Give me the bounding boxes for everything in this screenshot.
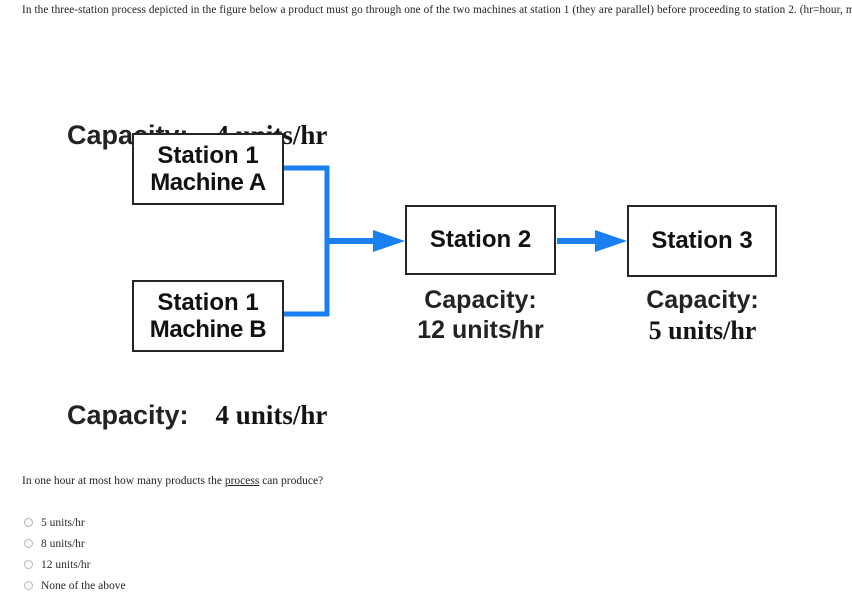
answer-options-list: 5 units/hr 8 units/hr 12 units/hr None o… <box>22 512 422 596</box>
radio-button-icon-3[interactable] <box>24 581 33 590</box>
answer-option-0[interactable]: 5 units/hr <box>22 512 422 533</box>
answer-option-label-3[interactable]: None of the above <box>41 579 126 592</box>
station-box-station-3: Station 3 <box>627 205 777 277</box>
capacity-label-machine-b: Capacity: 4 units/hr <box>67 400 327 431</box>
station-box-machine-b-title: Station 1 <box>157 288 259 316</box>
radio-button-icon-0[interactable] <box>24 518 33 527</box>
arrowhead-to-station-3 <box>595 230 627 252</box>
station-box-machine-a-subtitle: Machine A <box>150 168 266 196</box>
answer-option-3[interactable]: None of the above <box>22 575 422 596</box>
capacity-word-station-2: Capacity: <box>424 286 537 314</box>
capacity-value-station-3: 5 units/hr <box>648 316 757 345</box>
station-box-machine-a: Station 1 Machine A <box>132 133 284 205</box>
station-box-machine-b: Station 1 Machine B <box>132 280 284 352</box>
capacity-word-station-3: Capacity: <box>646 286 759 314</box>
answer-option-2[interactable]: 12 units/hr <box>22 554 422 575</box>
station-box-station-2: Station 2 <box>405 205 556 275</box>
question-text-before: In one hour at most how many products th… <box>22 475 225 487</box>
station-box-machine-b-subtitle: Machine B <box>149 315 267 343</box>
answer-option-label-2[interactable]: 12 units/hr <box>41 558 91 571</box>
question-text-after: can produce? <box>259 475 324 487</box>
capacity-value-machine-b: 4 units/hr <box>215 400 328 430</box>
question-emphasis-process: process <box>224 475 260 487</box>
process-flow-diagram: Capacity:4 units/hr Station 1 Machine A … <box>0 40 852 460</box>
question-intro-text: In the three-station process depicted in… <box>22 4 852 16</box>
station-box-station-3-title: Station 3 <box>651 227 753 255</box>
answer-option-label-0[interactable]: 5 units/hr <box>41 516 85 529</box>
answer-option-1[interactable]: 8 units/hr <box>22 533 422 554</box>
question-text: In one hour at most how many products th… <box>22 475 323 487</box>
radio-button-icon-1[interactable] <box>24 539 33 548</box>
capacity-word-machine-b: Capacity: <box>67 400 189 430</box>
capacity-label-station-2: Capacity: 12 units/hr <box>405 285 556 346</box>
station-box-station-2-title: Station 2 <box>429 226 532 254</box>
radio-button-icon-2[interactable] <box>24 560 33 569</box>
station-box-machine-a-title: Station 1 <box>157 141 259 169</box>
capacity-value-station-2: 12 units/hr <box>417 316 544 344</box>
capacity-label-station-3: Capacity: 5 units/hr <box>627 285 778 348</box>
answer-option-label-1[interactable]: 8 units/hr <box>41 537 85 550</box>
arrowhead-to-station-2 <box>373 230 405 252</box>
